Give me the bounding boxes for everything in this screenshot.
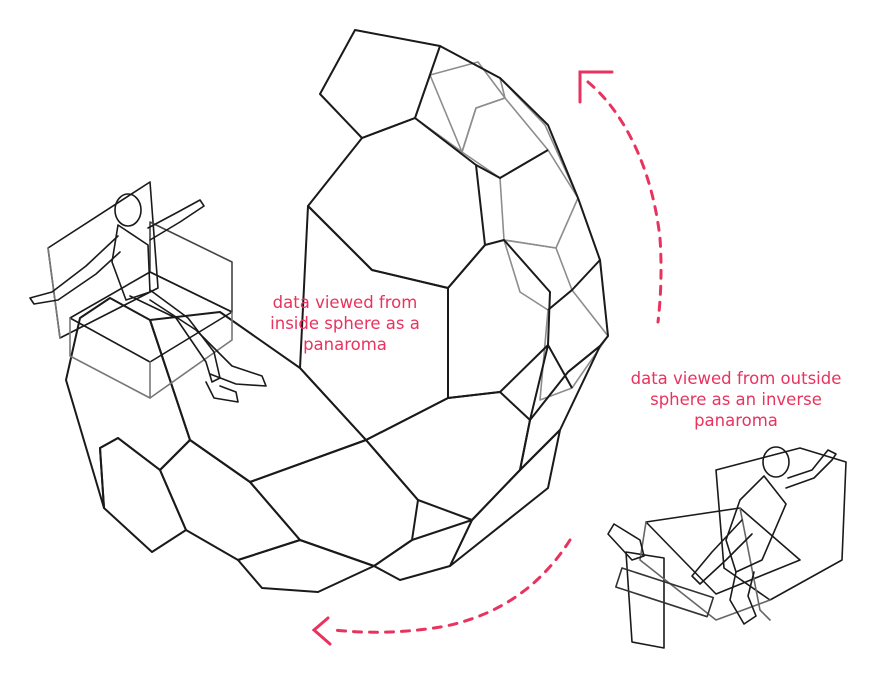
caption-inside-sphere: data viewed from inside sphere as a pana… [240, 292, 450, 355]
caption-inside-line-2: inside sphere as a [270, 314, 420, 333]
upper-arrowhead [578, 70, 614, 104]
person-outside [607, 446, 837, 625]
viewer-outside-figure [607, 446, 847, 649]
caption-outside-line-2: sphere as an inverse [650, 390, 822, 409]
caption-inside-line-1: data viewed from [272, 293, 418, 312]
dome-front-panels [65, 29, 609, 593]
caption-outside-sphere: data viewed from outside sphere as an in… [606, 368, 866, 431]
hexagonal-dome [65, 29, 609, 593]
lower-arrowhead [311, 616, 332, 646]
viewer-inside-figure [29, 181, 267, 403]
chair-inside [47, 181, 233, 399]
lower-dashed-arc [332, 538, 572, 634]
person-inside [29, 193, 267, 403]
caption-inside-line-3: panaroma [303, 335, 387, 354]
caption-outside-line-1: data viewed from outside [630, 369, 842, 388]
caption-outside-line-3: panaroma [694, 411, 778, 430]
upper-dashed-arc [586, 80, 663, 324]
chair-outside [615, 447, 847, 649]
rotation-arrows [311, 70, 663, 646]
